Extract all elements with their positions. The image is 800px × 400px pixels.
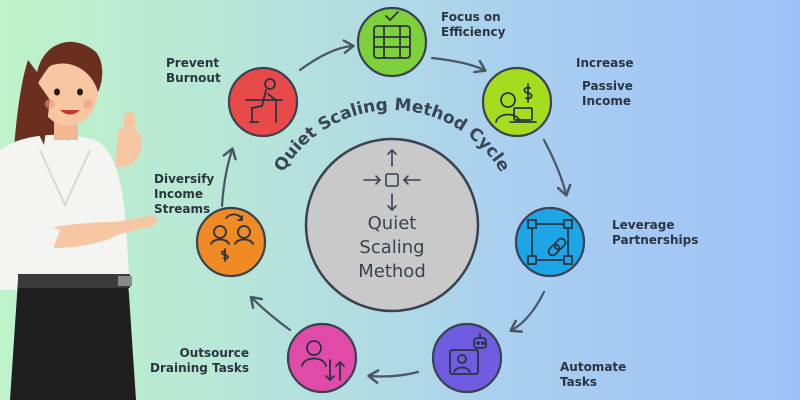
label-focus-efficiency: Focus on Efficiency — [441, 10, 505, 40]
step-node-prevent-burnout — [227, 66, 299, 138]
label-line: Outsource — [179, 346, 250, 360]
woman-illustration — [0, 41, 158, 400]
server-icon — [373, 11, 411, 59]
step-node-leverage-partnerships — [514, 206, 586, 278]
label-automate-tasks: Automate Tasks — [560, 360, 626, 390]
center-label-line: Quiet — [367, 213, 417, 234]
label-line: Automate — [560, 360, 627, 374]
label-line: Tasks — [560, 375, 598, 389]
center-label-line: Method — [358, 261, 426, 282]
label-line: Draining Tasks — [150, 361, 250, 375]
label-diversify-income: Diversify Income Streams — [154, 172, 214, 217]
center-node — [304, 137, 480, 313]
step-node-diversify-income — [195, 206, 267, 278]
robot-icon — [449, 333, 487, 375]
label-line: Prevent — [166, 56, 220, 70]
arrows-inward-icon — [363, 148, 421, 212]
step-node-automate-tasks — [431, 322, 503, 394]
label-line: Focus on — [441, 10, 501, 24]
label-prevent-burnout: Prevent Burnout — [166, 56, 221, 86]
label-outsource-draining-tasks: Outsource Draining Tasks — [150, 346, 249, 376]
label-line: Increase — [576, 56, 634, 70]
link-icon — [527, 219, 573, 265]
step-node-focus-efficiency — [356, 6, 428, 78]
label-leverage-partnerships: Leverage Partnerships — [612, 218, 698, 248]
label-line: Efficiency — [441, 25, 506, 39]
laptop-dollar-icon — [495, 83, 537, 123]
step-node-passive-income — [481, 66, 553, 138]
center-label: Quiet Scaling Method — [322, 212, 462, 284]
cycle-arrows — [220, 39, 572, 384]
label-line: Streams — [154, 202, 211, 216]
person-transfer-icon — [301, 340, 345, 382]
label-line: Leverage — [612, 218, 675, 232]
label-passive-income: Increase Passive Income — [576, 56, 634, 109]
label-line: Income — [154, 187, 204, 201]
person-desk-icon — [245, 78, 283, 123]
center-label-line: Scaling — [359, 237, 425, 258]
label-line: Diversify — [154, 172, 215, 186]
step-node-outsource-draining-tasks — [286, 322, 358, 394]
dollar-cycle-icon — [210, 213, 254, 262]
label-line: Partnerships — [612, 233, 699, 247]
label-line: Income — [582, 94, 632, 108]
label-line: Passive — [582, 79, 633, 93]
label-line: Burnout — [166, 71, 221, 85]
